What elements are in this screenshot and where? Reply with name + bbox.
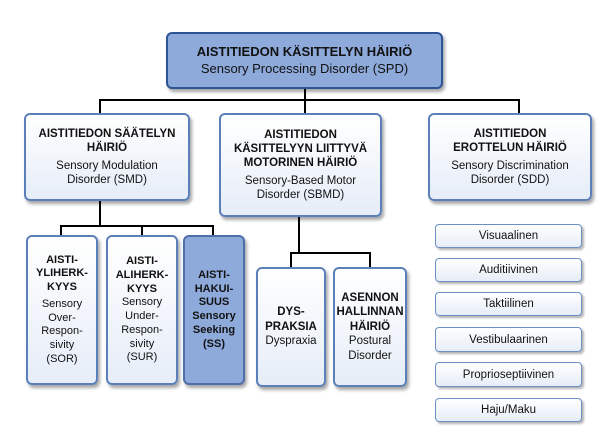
root-title-fi: AISTITIEDON KÄSITTELYN HÄIRIÖ bbox=[196, 44, 413, 60]
connector-sbmd-bar bbox=[290, 252, 370, 254]
connector-sbmd-up bbox=[304, 99, 306, 117]
connector-sur-up bbox=[141, 225, 143, 236]
connector-level1-bar bbox=[99, 99, 519, 101]
connector-postural-up bbox=[369, 252, 371, 268]
connector-root-down bbox=[304, 88, 306, 100]
connector-smd-up bbox=[99, 99, 101, 117]
connector-sdd-up bbox=[518, 99, 520, 117]
sur-title-en: Sensory Under- Respon- sivity (SUR) bbox=[121, 296, 163, 364]
sdd-title-en: Sensory Discrimination Disorder (SDD) bbox=[451, 159, 569, 186]
dyspraxia-title-fi: DYS- PRAKSIA bbox=[265, 306, 317, 333]
discrimination-item-proprioceptive: Proprioseptiivinen bbox=[435, 362, 582, 387]
smd-title-en: Sensory Modulation Disorder (SMD) bbox=[56, 159, 158, 186]
connector-sbmd-down bbox=[298, 217, 300, 253]
connector-sor-up bbox=[60, 225, 62, 236]
discrimination-item-tactile: Taktiilinen bbox=[435, 292, 582, 316]
root-title-en: Sensory Processing Disorder (SPD) bbox=[200, 60, 409, 76]
connector-smd-bar bbox=[60, 225, 213, 227]
discrimination-item-vestibular: Vestibulaarinen bbox=[435, 327, 582, 352]
root-spd-box: AISTITIEDON KÄSITTELYN HÄIRIÖ Sensory Pr… bbox=[166, 32, 443, 89]
discrimination-item-auditory: Auditiivinen bbox=[435, 258, 582, 282]
postural-box: ASENNON HALLINNAN HÄIRIÖ Postural Disord… bbox=[333, 267, 407, 387]
sor-title-en: Sensory Over- Respon- sivity (SOR) bbox=[41, 297, 83, 365]
ss-title-fi: AISTI- HAKUI- SUUS Sensory Seeking (SS) bbox=[192, 268, 236, 350]
postural-title-fi: ASENNON HALLINNAN HÄIRIÖ bbox=[336, 292, 404, 333]
postural-title-en: Postural Disorder bbox=[348, 335, 392, 362]
sbmd-title-en: Sensory-Based Motor Disorder (SBMD) bbox=[244, 174, 357, 202]
ss-box: AISTI- HAKUI- SUUS Sensory Seeking (SS) bbox=[183, 235, 245, 385]
dyspraxia-title-en: Dyspraxia bbox=[265, 335, 317, 348]
connector-smd-down bbox=[99, 200, 101, 226]
connector-dyspraxia-up bbox=[290, 252, 292, 268]
sur-box: AISTI- ALIHERK- KYYS Sensory Under- Resp… bbox=[106, 235, 178, 385]
sdd-title-fi: AISTITIEDON EROTTELUN HÄIRIÖ bbox=[453, 127, 567, 155]
connector-ss-up bbox=[212, 225, 214, 236]
dyspraxia-box: DYS- PRAKSIA Dyspraxia bbox=[256, 267, 326, 387]
sor-box: AISTI- YLIHERK- KYYS Sensory Over- Respo… bbox=[26, 235, 98, 385]
smd-box: AISTITIEDON SÄÄTELYN HÄIRIÖ Sensory Modu… bbox=[24, 113, 190, 201]
smd-title-fi: AISTITIEDON SÄÄTELYN HÄIRIÖ bbox=[38, 127, 176, 155]
sor-title-fi: AISTI- YLIHERK- KYYS bbox=[36, 253, 88, 294]
sur-title-fi: AISTI- ALIHERK- KYYS bbox=[115, 255, 169, 295]
sbmd-title-fi: AISTITIEDON KÄSITTELYYN LIITTYVÄ MOTORIN… bbox=[233, 128, 368, 170]
discrimination-item-visual: Visuaalinen bbox=[435, 224, 582, 248]
discrimination-item-smell-taste: Haju/Maku bbox=[435, 398, 582, 422]
sdd-box: AISTITIEDON EROTTELUN HÄIRIÖ Sensory Dis… bbox=[428, 113, 592, 201]
sbmd-box: AISTITIEDON KÄSITTELYYN LIITTYVÄ MOTORIN… bbox=[219, 113, 382, 217]
